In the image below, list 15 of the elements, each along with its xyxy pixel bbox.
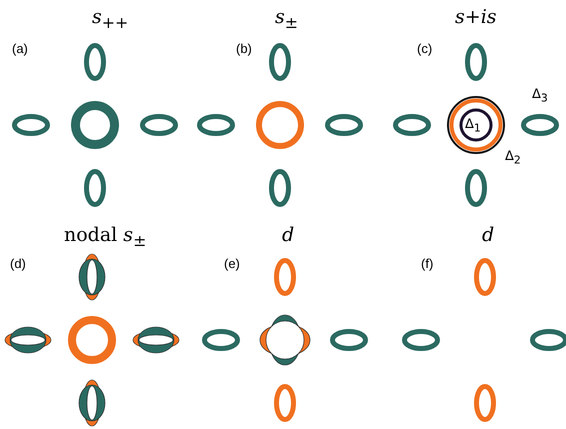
panel-label: (e)	[224, 257, 240, 270]
gap-symbol-label: d	[282, 226, 294, 245]
panel-label: (b)	[236, 42, 252, 55]
gap-label: Δ$_{3}$	[532, 88, 548, 104]
panel-label: (a)	[12, 42, 28, 55]
panel-label: (d)	[10, 257, 26, 270]
gap-symbol-label: s$_{++}$	[92, 8, 128, 31]
gap-label: Δ$_{1}$	[465, 118, 481, 134]
gap-symbol-label: s$_{±}$	[275, 8, 298, 31]
gap-symbol-label: d	[482, 226, 494, 245]
gap-label: Δ$_{2}$	[505, 150, 521, 166]
panel-label: (f)	[421, 257, 434, 270]
panel-label: (c)	[417, 42, 432, 55]
gap-symbol-label: s+is	[455, 8, 497, 27]
gap-symbol-label: nodal s$_{±}$	[64, 226, 146, 249]
